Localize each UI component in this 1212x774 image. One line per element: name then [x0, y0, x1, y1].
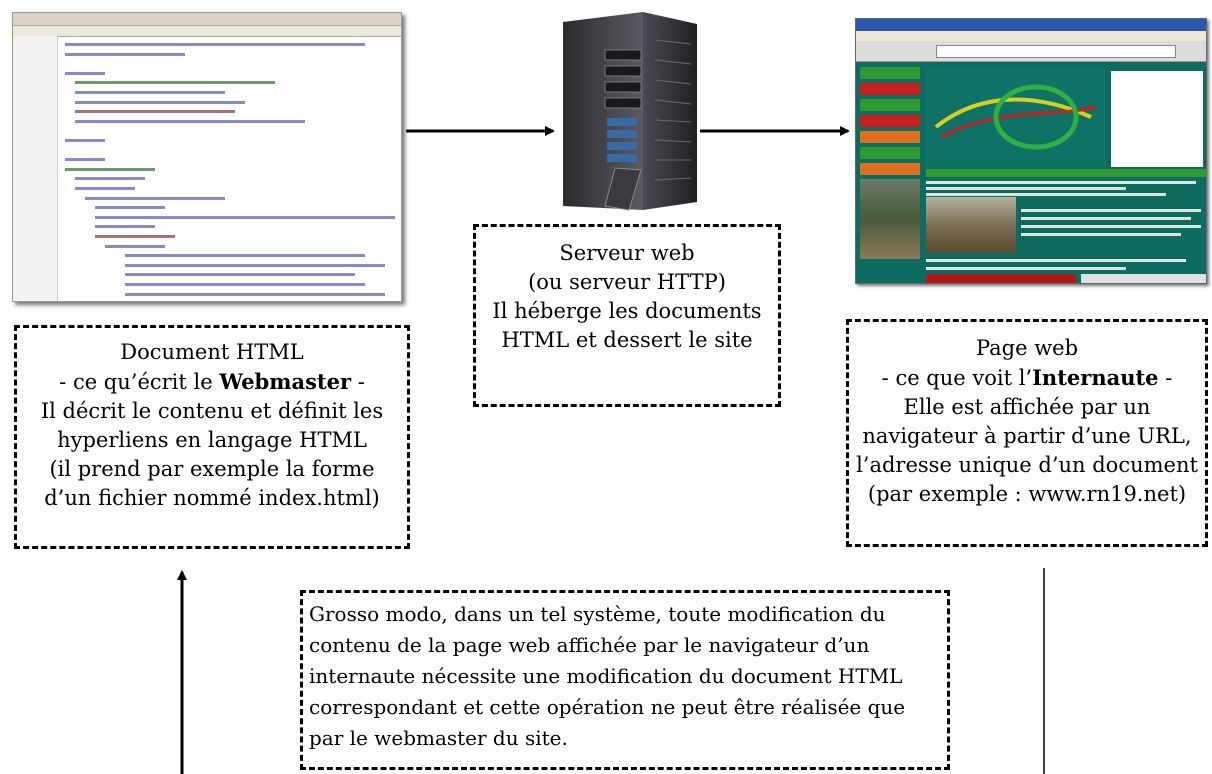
server-tower-icon	[563, 12, 697, 211]
note-line: internaute nécessite une modification du…	[309, 664, 903, 688]
code-line	[125, 254, 365, 258]
code-line	[85, 196, 225, 200]
code-line	[95, 225, 155, 229]
code-line	[125, 263, 385, 267]
code-line	[95, 206, 165, 210]
server-line: Il héberge les documents	[492, 299, 762, 323]
code-line	[75, 177, 145, 181]
web-page-box: Page web - ce que voit l’Internaute - El…	[846, 319, 1208, 547]
server-line: HTML et dessert le site	[501, 328, 753, 352]
web-page-line: Elle est affichée par un	[903, 395, 1151, 419]
html-code-screenshot	[12, 12, 402, 302]
server-title: Serveur web	[559, 241, 695, 265]
web-page-line: (par exemple : www.rn19.net)	[867, 482, 1187, 506]
web-page-subtitle: - ce que voit l’Internaute -	[881, 365, 1173, 390]
code-line	[65, 139, 105, 142]
server-line: (ou serveur HTTP)	[528, 270, 726, 294]
code-line	[125, 283, 365, 286]
note-line: contenu de la page web affichée par le n…	[309, 633, 870, 657]
note-box: Grosso modo, dans un tel système, toute …	[300, 590, 950, 770]
web-page-title: Page web	[975, 336, 1079, 360]
web-server-box: Serveur web (ou serveur HTTP) Il héberge…	[473, 224, 781, 407]
page-text-line	[1021, 233, 1181, 236]
page-text-line	[1021, 225, 1201, 228]
web-page-line: l’adresse unique d’un document	[856, 453, 1198, 477]
code-line	[105, 244, 165, 248]
code-line	[75, 81, 275, 85]
page-text-line	[926, 193, 1166, 196]
code-line	[75, 119, 305, 123]
code-line	[95, 215, 395, 219]
html-document-title: Document HTML	[120, 340, 304, 364]
code-line	[65, 167, 155, 171]
page-text-line	[926, 267, 1126, 270]
note-line: Grosso modo, dans un tel système, toute …	[309, 602, 886, 626]
page-text-line	[926, 259, 1186, 262]
code-line	[65, 71, 105, 75]
html-document-subtitle: - ce qu’écrit le Webmaster -	[59, 369, 365, 394]
note-line: correspondant et cette opération ne peut…	[309, 695, 906, 719]
page-text-line	[1021, 217, 1191, 220]
web-page-screenshot	[855, 18, 1207, 284]
code-line	[65, 43, 365, 46]
code-line	[75, 187, 135, 190]
page-text-line	[1021, 209, 1201, 212]
code-line	[75, 91, 225, 94]
page-text-line	[926, 181, 1196, 184]
web-page-line: navigateur à partir d’une URL,	[862, 424, 1192, 448]
code-line	[125, 273, 355, 277]
code-line	[65, 52, 185, 56]
html-document-line: (il prend par exemple la forme	[49, 457, 375, 481]
code-line	[125, 292, 385, 296]
page-text-line	[926, 187, 1126, 190]
html-document-line: d’un fichier nommé index.html)	[44, 486, 380, 510]
code-line	[65, 158, 105, 162]
html-document-line: Il décrit le contenu et définit les	[40, 399, 384, 423]
code-line	[75, 110, 235, 114]
note-line: par le webmaster du site.	[309, 726, 568, 750]
code-line	[75, 100, 245, 104]
code-line	[95, 235, 175, 238]
html-document-line: hyperliens en langage HTML	[57, 428, 367, 452]
html-document-box: Document HTML - ce qu’écrit le Webmaster…	[14, 325, 410, 549]
